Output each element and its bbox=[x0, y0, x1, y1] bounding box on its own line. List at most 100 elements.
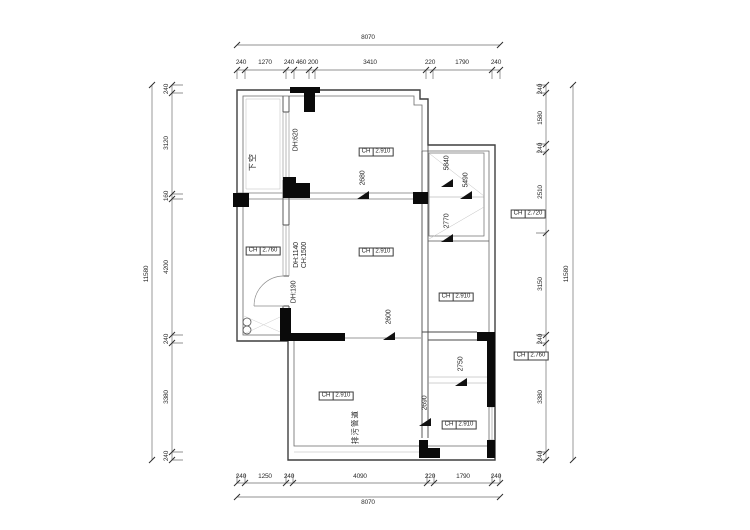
dim-top-seg-3: 460 bbox=[295, 58, 307, 66]
dim-stubs-left bbox=[172, 84, 183, 461]
dimension-ticks bbox=[148, 41, 577, 501]
leader-label-5490: 5490 bbox=[462, 172, 470, 188]
column-top-stub bbox=[304, 93, 315, 112]
dim-left-seg-1: 3120 bbox=[162, 136, 170, 150]
column-mid-b bbox=[296, 183, 310, 198]
partition-horizontal bbox=[237, 192, 413, 200]
dim-right-seg-3: 2510 bbox=[536, 185, 544, 199]
arrow-2690 bbox=[419, 418, 431, 426]
walls bbox=[236, 89, 496, 461]
wing-top-room bbox=[428, 152, 485, 237]
dim-stubs-bottom bbox=[236, 474, 501, 483]
wall-black-bottom-divider-a bbox=[419, 440, 428, 458]
room-label-drain-pipe: 排污管道 bbox=[350, 410, 360, 444]
wall-black-bottom-divider-b bbox=[428, 448, 440, 458]
dim-left-seg-2: 160 bbox=[162, 190, 170, 202]
dim-bottom-overall: 8070 bbox=[361, 498, 375, 506]
dim-top-seg-8: 240 bbox=[490, 58, 502, 66]
beam-lines bbox=[428, 376, 489, 384]
leader-label-2680: 2680 bbox=[359, 170, 367, 186]
dim-right-seg-5: 240 bbox=[536, 333, 544, 345]
column-mid-a bbox=[283, 177, 296, 198]
windows bbox=[282, 112, 495, 453]
dim-bottom-seg-0: 240 bbox=[235, 472, 247, 480]
arrow-2770 bbox=[441, 234, 453, 242]
dim-right-overall: 11580 bbox=[562, 265, 570, 283]
void-room-inner-rect bbox=[245, 98, 281, 190]
window-right-wall bbox=[489, 406, 495, 441]
dim-top-seg-1: 1270 bbox=[258, 58, 272, 66]
dim-stubs-right bbox=[536, 84, 546, 461]
dim-bottom-seg-6: 240 bbox=[490, 472, 502, 480]
column-left bbox=[233, 193, 249, 207]
wall-black-lowerleft-vert bbox=[280, 308, 291, 341]
leader-arrows bbox=[357, 179, 472, 426]
arrow-2600 bbox=[383, 332, 395, 340]
dim-bottom-seg-5: 1790 bbox=[456, 472, 470, 480]
dim-top-seg-7: 1790 bbox=[455, 58, 469, 66]
leader-label-2770: 2770 bbox=[443, 213, 451, 229]
leader-label-2690: 2690 bbox=[421, 395, 429, 411]
leader-label-2750: 2750 bbox=[457, 356, 465, 372]
dim-right-seg-2: 240 bbox=[536, 142, 544, 154]
arrow-2750 bbox=[455, 378, 467, 386]
wall-black-right-lower bbox=[487, 440, 495, 458]
column-top bbox=[290, 87, 320, 93]
dim-right-seg-6: 3380 bbox=[536, 390, 544, 404]
dim-top-seg-6: 220 bbox=[424, 58, 436, 66]
inner-wall bbox=[242, 95, 490, 447]
fixture-diagonals bbox=[243, 315, 281, 335]
dim-bottom-seg-2: 240 bbox=[283, 472, 295, 480]
dim-right-seg-0: 240 bbox=[536, 83, 544, 95]
columns bbox=[233, 87, 495, 458]
opening-label-dh620: DH:620 bbox=[292, 128, 300, 152]
sink-fixture bbox=[242, 317, 252, 335]
leader-label-5840: 5840 bbox=[443, 155, 451, 171]
dimension-lines bbox=[151, 44, 574, 498]
dim-top-seg-2: 240 bbox=[283, 58, 295, 66]
room-label-void: 下空 bbox=[248, 153, 257, 171]
arrow-5490 bbox=[460, 191, 472, 199]
column-right bbox=[413, 192, 428, 204]
dim-left-seg-4: 240 bbox=[162, 333, 170, 345]
dim-right-seg-1: 1580 bbox=[536, 111, 544, 125]
wall-black-lowerleft-horiz bbox=[283, 333, 345, 341]
dim-stubs-top bbox=[236, 70, 501, 79]
leader-lines bbox=[243, 98, 489, 384]
dim-top-seg-5: 3410 bbox=[363, 58, 377, 66]
arrow-2680 bbox=[357, 191, 369, 199]
dim-left-seg-0: 240 bbox=[162, 83, 170, 95]
outer-wall bbox=[236, 89, 496, 461]
dim-right-seg-7: 240 bbox=[536, 450, 544, 462]
dim-bottom-seg-4: 220 bbox=[424, 472, 436, 480]
dim-left-seg-6: 240 bbox=[162, 450, 170, 462]
dim-left-seg-3: 4200 bbox=[162, 260, 170, 274]
wing-mid-room-bottom bbox=[422, 331, 477, 341]
wall-black-right-upper bbox=[487, 341, 495, 407]
dim-top-overall: 8070 bbox=[361, 33, 375, 41]
dim-left-seg-5: 3380 bbox=[162, 390, 170, 404]
leader-label-2600: 2600 bbox=[385, 309, 393, 325]
window-lower-left bbox=[282, 225, 290, 276]
opening-label-dh1140-ch1500: DH:1140 CH:1500 bbox=[292, 241, 308, 269]
door bbox=[253, 275, 285, 307]
wall-black-wing-corner bbox=[477, 332, 495, 341]
dim-bottom-seg-3: 4090 bbox=[353, 472, 367, 480]
dim-left-overall: 11580 bbox=[142, 265, 150, 283]
arrow-5840 bbox=[441, 179, 453, 187]
opening-label-dh190: DH:190 bbox=[290, 280, 298, 304]
dim-top-seg-4: 200 bbox=[307, 58, 319, 66]
partition-right-vertical bbox=[421, 145, 429, 438]
dim-bottom-seg-1: 1250 bbox=[258, 472, 272, 480]
slope-diagonals bbox=[428, 153, 485, 240]
